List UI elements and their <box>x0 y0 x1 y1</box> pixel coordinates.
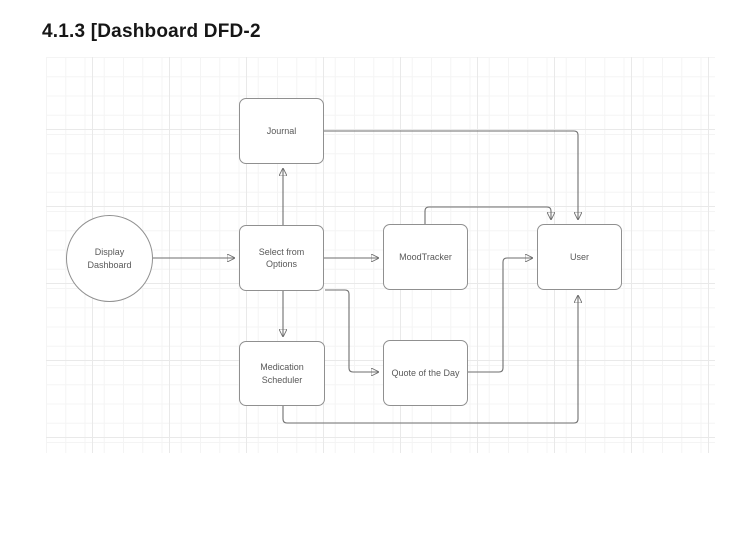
edge-medication-to-user <box>282 296 578 424</box>
node-quote-of-the-day: Quote of the Day <box>383 340 468 406</box>
node-select-from-options: Select from Options <box>239 225 324 291</box>
node-journal: Journal <box>239 98 324 164</box>
edge-select-to-quote <box>325 289 378 372</box>
edge-quote-to-user <box>468 258 532 373</box>
node-moodtracker: MoodTracker <box>383 224 468 290</box>
diagram-title: 4.1.3 [Dashboard DFD-2 <box>42 21 261 42</box>
node-user: User <box>537 224 622 290</box>
edge-journal-to-user <box>324 130 578 219</box>
node-display-dashboard: Display Dashboard <box>66 215 153 302</box>
edge-moodtracker-to-user <box>424 206 551 224</box>
node-medication-scheduler: Medication Scheduler <box>239 341 325 406</box>
